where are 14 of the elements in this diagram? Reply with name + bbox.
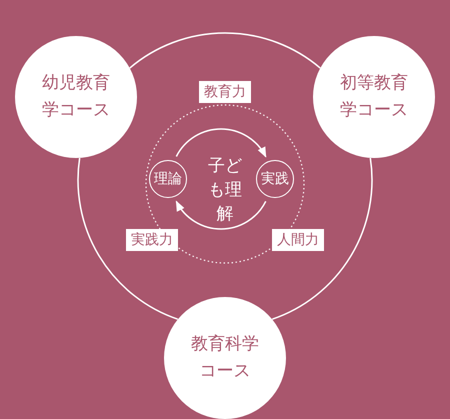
cycle-arrow: [176, 128, 266, 158]
concept-circle: 理論: [149, 160, 187, 198]
concept-circle: 実践: [256, 160, 294, 198]
label-tag: 実践力: [126, 229, 178, 251]
label-tag: 人間力: [272, 229, 324, 251]
center-text: 子ども理解: [207, 155, 243, 226]
ring-line: [77, 158, 178, 320]
label-tag: 教育力: [199, 81, 251, 103]
course-circle: 初等教育学コース: [313, 36, 435, 158]
ring-line: [272, 158, 373, 320]
cycle-arrow: [176, 200, 266, 230]
course-circle: 幼児教育学コース: [15, 36, 137, 158]
course-circle: 教育科学コース: [164, 297, 286, 419]
ring-line: [129, 32, 321, 69]
